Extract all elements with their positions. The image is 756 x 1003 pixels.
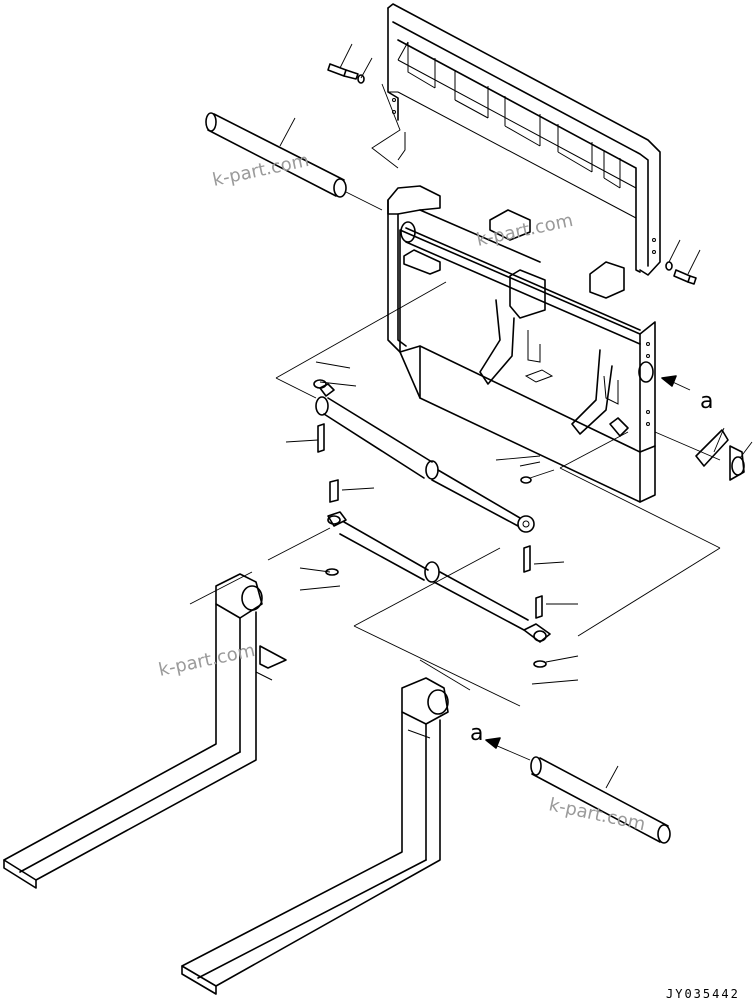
carriage-frame <box>387 185 656 503</box>
watermark-1: k-part.com <box>211 150 311 191</box>
view-callout-upper: a <box>661 375 713 414</box>
back-rest-frame <box>387 3 661 276</box>
back-rest-bolt-left <box>327 43 401 169</box>
watermark-3: k-part.com <box>157 640 257 681</box>
assembly-guide-lines <box>189 281 721 707</box>
view-label-a-upper: a <box>700 389 713 414</box>
view-label-a-lower: a <box>470 721 483 746</box>
right-fork <box>181 677 449 995</box>
left-fork <box>3 573 287 889</box>
side-pin-and-plate <box>654 427 753 481</box>
watermark-4: k-part.com <box>547 794 647 835</box>
watermark-2: k-part.com <box>475 210 575 251</box>
lower-cylinder <box>299 479 579 685</box>
back-rest-bolt-right <box>665 239 701 285</box>
drawing-code: JY035442 <box>666 987 740 1001</box>
lower-pin: a <box>470 721 671 844</box>
upper-cylinder <box>285 361 555 533</box>
upper-pin <box>205 112 383 211</box>
